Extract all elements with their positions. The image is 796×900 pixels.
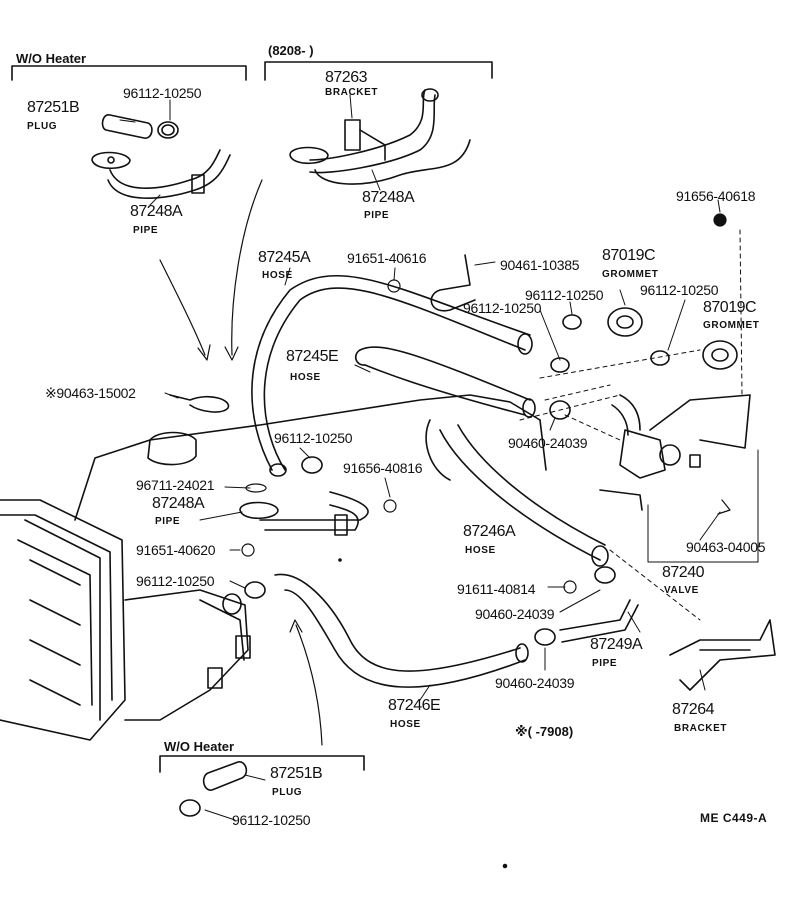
part-87246a: 87246A (463, 523, 516, 540)
pipe-label-c: PIPE (155, 516, 181, 527)
note-range-label: ※( -7908) (515, 724, 574, 739)
part-91656-40618: 91656-40618 (676, 188, 756, 204)
heater-box-drawing (74, 394, 547, 521)
plug-heater-drawing (222, 593, 242, 615)
wo-heater-bottom-label: W/O Heater (164, 739, 235, 754)
hose-87246e-drawing (274, 573, 529, 688)
part-90461-10385: 90461-10385 (500, 257, 580, 273)
part-87263: 87263 (325, 69, 368, 86)
part-90460-24039-b: 90460-24039 (475, 606, 555, 622)
part-87246e: 87246E (388, 697, 441, 714)
clamp-heater-drawing (244, 581, 266, 599)
part-91651-40620: 91651-40620 (136, 542, 216, 558)
part-91651-40616: 91651-40616 (347, 250, 427, 266)
clamp-top-drawing (157, 121, 179, 139)
clip-90461-10385-drawing (430, 254, 476, 312)
pipe-87248a-top-drawing (91, 149, 231, 199)
diagram-code: ME C449-A (700, 811, 768, 825)
hose-label-e: HOSE (290, 372, 321, 383)
clamp-bottom-drawing (179, 799, 201, 817)
part-96112-f: 96112-10250 (136, 573, 215, 589)
hose-label-b: HOSE (465, 545, 496, 556)
part-91656-40816: 91656-40816 (343, 460, 423, 476)
clamp-mid-c-drawing (550, 357, 570, 373)
part-96112-d: 96112-10250 (463, 300, 542, 316)
part-87248a-mid: 87248A (362, 189, 415, 206)
bracket-label-a: BRACKET (325, 87, 379, 98)
hose-87245e-drawing (354, 346, 536, 418)
part-96711-24021: 96711-24021 (136, 477, 215, 493)
part-90460-24039-c: 90460-24039 (495, 675, 575, 691)
part-87251b-top: 87251B (27, 99, 80, 116)
part-87245a: 87245A (258, 249, 311, 266)
plug-label-bottom: PLUG (272, 787, 303, 798)
pipe-87248a-mid-drawing (289, 88, 471, 185)
valve-label: VALVE (664, 585, 699, 596)
part-87019c-a: 87019C (602, 247, 656, 264)
leader-lines (119, 94, 721, 821)
part-90463-15002: ※90463-15002 (45, 385, 136, 401)
part-96112-a: 96112-10250 (123, 85, 202, 101)
clamp-mid-d-drawing (549, 400, 571, 420)
part-87019c-b: 87019C (703, 299, 757, 316)
wo-heater-top-label: W/O Heater (16, 51, 87, 66)
clamp-mid-a-drawing (562, 314, 582, 330)
part-87245e: 87245E (286, 348, 339, 365)
clamp-mid-b-drawing (650, 350, 670, 366)
wo-heater-bottom-bracket (159, 755, 365, 773)
part-96112-e: 96112-10250 (274, 430, 353, 446)
clip-90463-15002-drawing (169, 394, 230, 413)
part-87248a-low: 87248A (152, 495, 205, 512)
hose-label-a: HOSE (262, 270, 293, 281)
grommet-87019c-b-drawing (702, 340, 738, 370)
plug-label-top: PLUG (27, 121, 58, 132)
grommet-label-b: GROMMET (703, 320, 760, 331)
plug-87251b-top-drawing (101, 114, 153, 139)
hose-label-c: HOSE (390, 719, 421, 730)
part-90463-04005: 90463-04005 (686, 539, 766, 555)
part-87240: 87240 (662, 564, 705, 581)
date-range-top-label: (8208- ) (268, 43, 314, 58)
clamp-left-drawing (301, 456, 323, 474)
bracket-label-b: BRACKET (674, 723, 728, 734)
plug-87251b-bottom-drawing (202, 761, 248, 791)
grommet-label-a: GROMMET (602, 269, 659, 280)
pipe-87249a-drawing (559, 599, 639, 643)
dot-marks (338, 558, 508, 869)
pipe-label-b: PIPE (364, 210, 390, 221)
wo-heater-top-bracket (11, 65, 247, 81)
hose-87246a-drawing (439, 424, 609, 567)
part-87249a: 87249A (590, 636, 643, 653)
part-90460-24039-a: 90460-24039 (508, 435, 588, 451)
guide-dashes (519, 229, 743, 621)
flow-arrows (159, 179, 323, 746)
valve-87240-drawing (599, 394, 751, 511)
grommet-87019c-a-drawing (607, 307, 643, 337)
fasteners (241, 213, 731, 594)
pipe-label-a: PIPE (133, 225, 159, 236)
part-96112-c: 96112-10250 (640, 282, 719, 298)
clamp-pipe-drawing (534, 628, 556, 646)
pipe-label-d: PIPE (592, 658, 618, 669)
heater-core-drawing (0, 499, 251, 741)
part-87248a-top: 87248A (130, 203, 183, 220)
part-96112-b: 96112-10250 (525, 287, 604, 303)
valve-callout-bracket (647, 449, 759, 563)
part-96112-g: 96112-10250 (232, 812, 311, 828)
pipe-87248a-low-drawing (239, 491, 369, 536)
part-87264: 87264 (672, 701, 715, 718)
part-91611-40814: 91611-40814 (457, 581, 536, 597)
bracket-87264-drawing (669, 619, 776, 691)
date-range-top-bracket (264, 61, 493, 81)
part-87251b-bottom: 87251B (270, 765, 323, 782)
clamp-87246-drawing (594, 566, 616, 584)
